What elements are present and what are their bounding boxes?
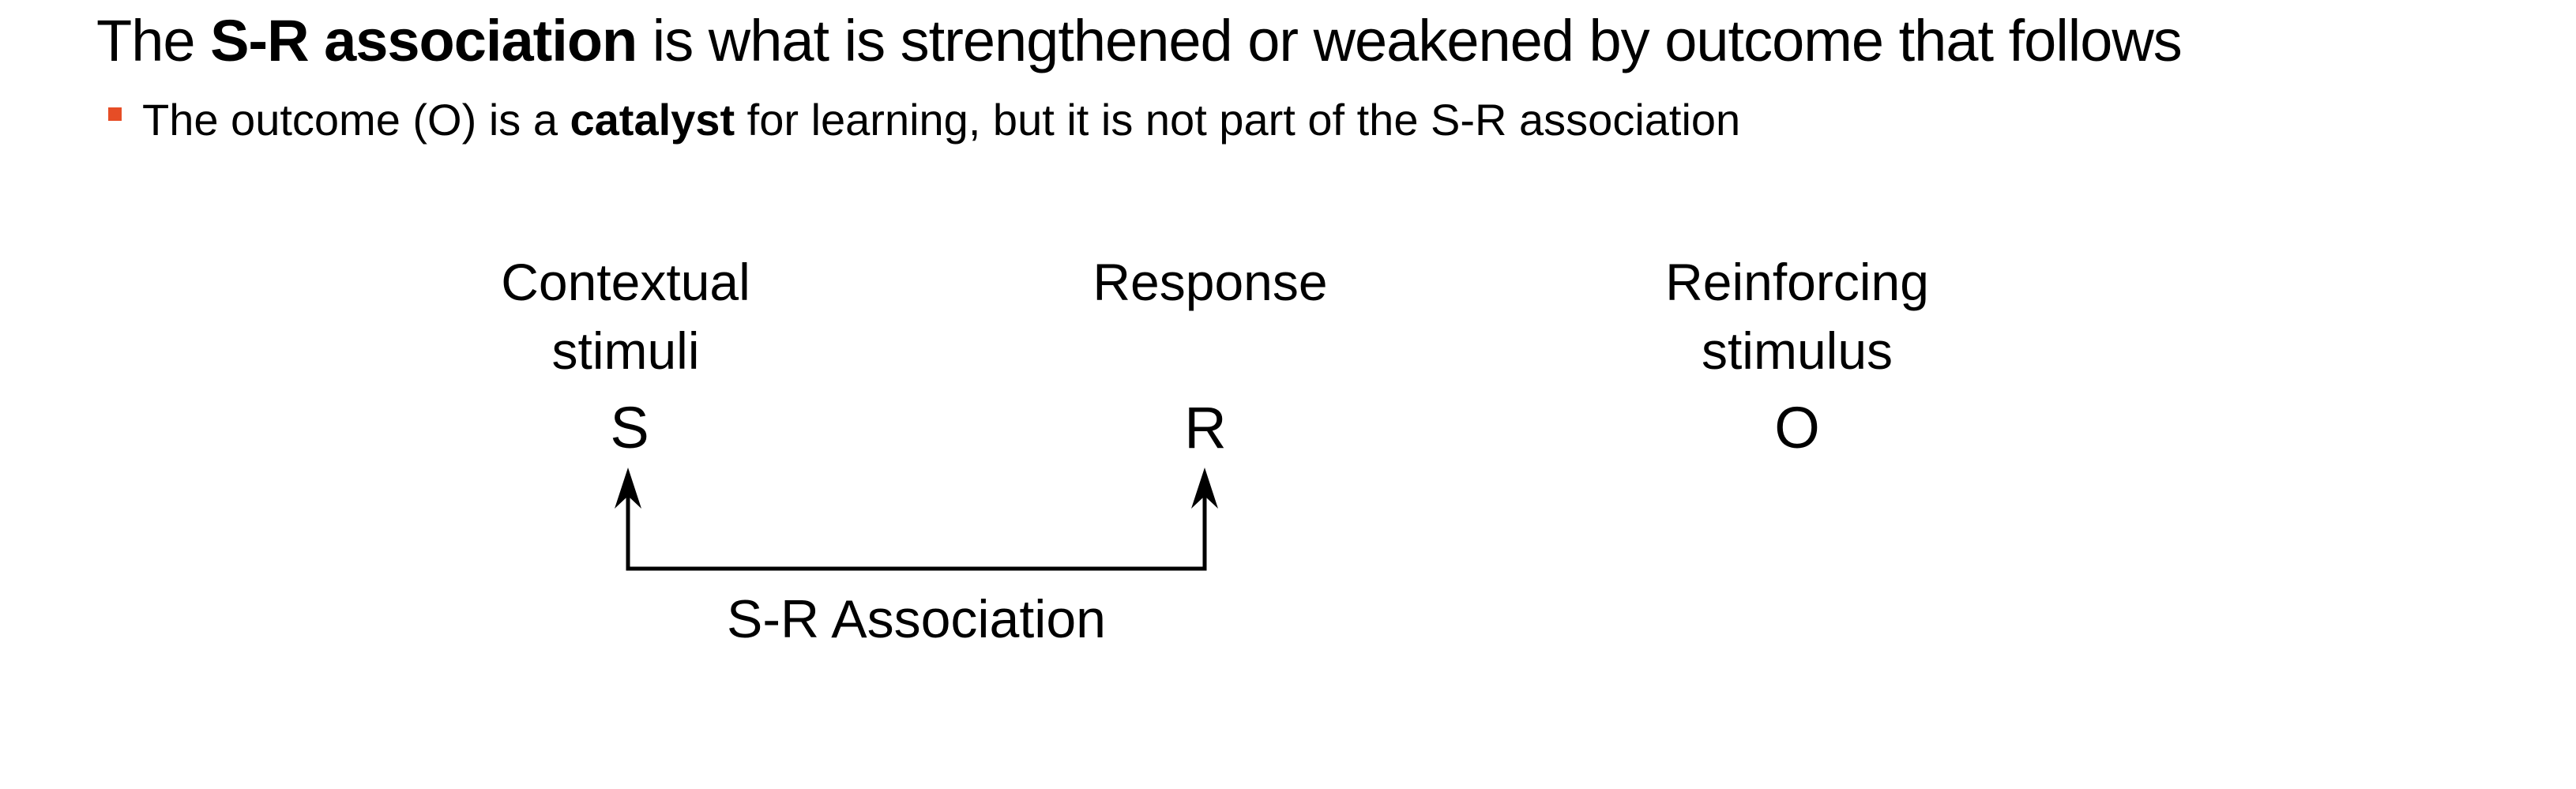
up-arrow-left-icon xyxy=(615,468,641,509)
contextual-stimuli-heading: Contextual stimuli xyxy=(501,248,750,385)
bullet-text: The outcome (O) is a catalyst for learni… xyxy=(142,92,1740,148)
slide-title: The S-R association is what is strengthe… xyxy=(96,2,2183,81)
reinforcing-stimulus-heading-line1: Reinforcing xyxy=(1665,253,1929,311)
bracket-line xyxy=(626,496,1207,571)
title-text-after: is what is strengthened or weakened by o… xyxy=(637,8,2183,73)
response-heading-line1: Response xyxy=(1092,253,1328,311)
sr-association-label: S-R Association xyxy=(727,589,1106,649)
bullet-text-bold: catalyst xyxy=(570,95,735,145)
contextual-stimuli-heading-line2: stimuli xyxy=(551,321,700,380)
contextual-stimuli-heading-line1: Contextual xyxy=(501,253,750,311)
bullet-text-after: for learning, but it is not part of the … xyxy=(735,95,1741,145)
title-text-bold: S-R association xyxy=(210,8,637,73)
bullet-square-icon xyxy=(108,107,122,121)
title-text-before: The xyxy=(96,8,211,73)
reinforcing-stimulus-heading-line2: stimulus xyxy=(1701,321,1893,380)
response-heading: Response xyxy=(1092,248,1327,317)
bullet-item: The outcome (O) is a catalyst for learni… xyxy=(108,92,1740,148)
up-arrow-right-icon xyxy=(1191,468,1218,509)
outcome-letter-o: O xyxy=(1774,395,1820,460)
sr-association-bracket xyxy=(615,468,1218,571)
response-letter-r: R xyxy=(1184,395,1227,460)
stimulus-letter-s: S xyxy=(610,395,649,460)
bullet-text-before: The outcome (O) is a xyxy=(142,95,570,145)
reinforcing-stimulus-heading: Reinforcing stimulus xyxy=(1665,248,1929,385)
